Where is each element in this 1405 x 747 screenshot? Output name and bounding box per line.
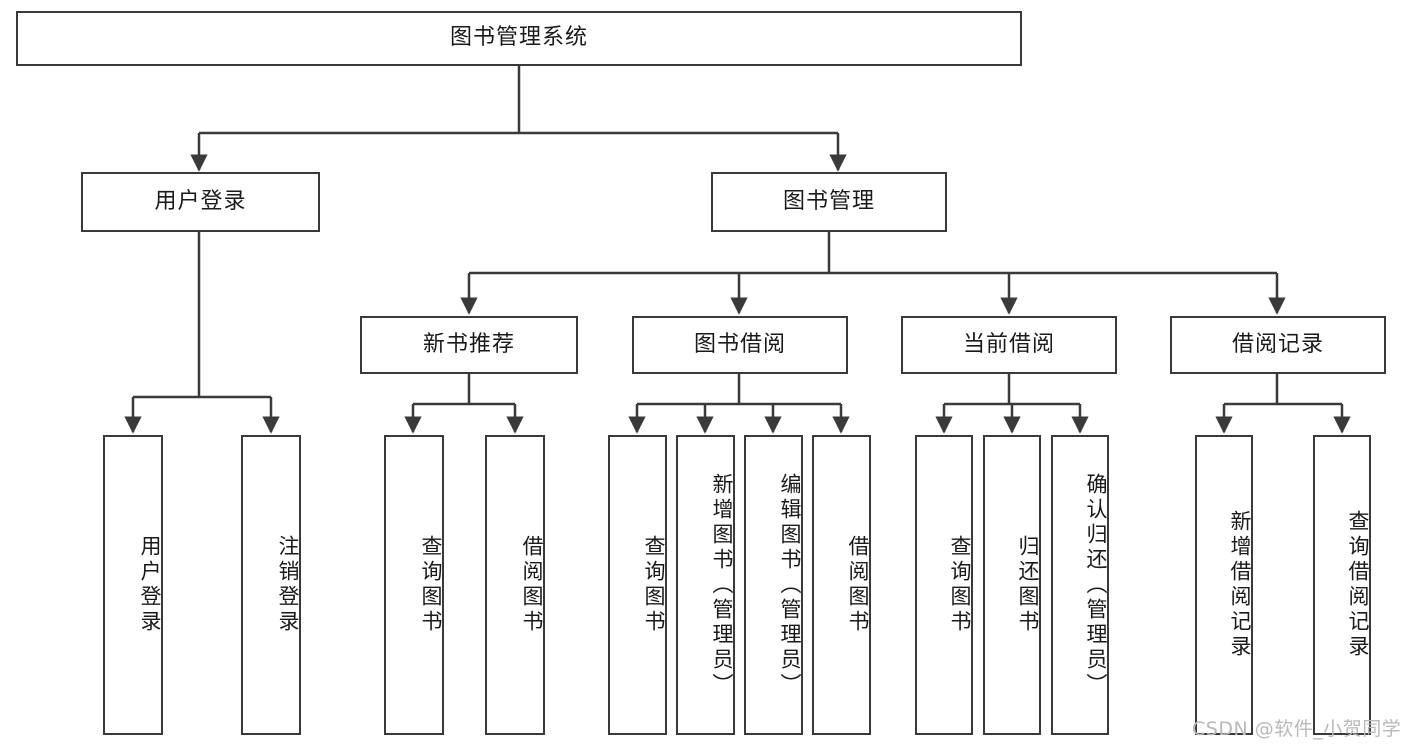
leaf-borrow-record-query-label: 查询借阅记录 bbox=[1346, 510, 1370, 660]
leaf-new-book-query[interactable]: 查询图书 bbox=[384, 435, 444, 735]
leaf-book-borrow-borrow-label: 借阅图书 bbox=[846, 535, 870, 635]
node-current-borrow-label: 当前借阅 bbox=[962, 331, 1055, 357]
leaf-book-borrow-add-label: 新增图书（管理员） bbox=[710, 472, 734, 698]
leaf-user-login-logout-label: 注销登录 bbox=[276, 535, 300, 635]
leaf-current-borrow-return[interactable]: 归还图书 bbox=[983, 435, 1041, 735]
leaf-borrow-record-query[interactable]: 查询借阅记录 bbox=[1313, 435, 1371, 735]
node-root-system-label: 图书管理系统 bbox=[449, 25, 588, 51]
leaf-current-borrow-confirm-return[interactable]: 确认归还（管理员） bbox=[1051, 435, 1109, 735]
leaf-current-borrow-return-label: 归还图书 bbox=[1016, 535, 1040, 635]
leaf-book-borrow-borrow[interactable]: 借阅图书 bbox=[812, 435, 871, 735]
node-current-borrow[interactable]: 当前借阅 bbox=[901, 316, 1117, 374]
leaf-current-borrow-query-label: 查询图书 bbox=[948, 535, 972, 635]
node-borrow-record[interactable]: 借阅记录 bbox=[1170, 316, 1386, 374]
leaf-user-login-login-label: 用户登录 bbox=[138, 535, 162, 635]
leaf-borrow-record-add-label: 新增借阅记录 bbox=[1228, 510, 1252, 660]
leaf-book-borrow-add[interactable]: 新增图书（管理员） bbox=[676, 435, 735, 735]
leaf-borrow-record-add[interactable]: 新增借阅记录 bbox=[1195, 435, 1253, 735]
leaf-book-borrow-edit[interactable]: 编辑图书（管理员） bbox=[744, 435, 803, 735]
node-borrow-record-label: 借阅记录 bbox=[1231, 331, 1324, 357]
leaf-book-borrow-edit-label: 编辑图书（管理员） bbox=[778, 472, 802, 698]
node-user-login-label: 用户登录 bbox=[154, 188, 247, 214]
leaf-book-borrow-query[interactable]: 查询图书 bbox=[608, 435, 667, 735]
node-new-book-recommend-label: 新书推荐 bbox=[422, 331, 515, 357]
leaf-new-book-borrow-label: 借阅图书 bbox=[520, 535, 544, 635]
node-book-management-label: 图书管理 bbox=[782, 188, 875, 214]
leaf-user-login-logout[interactable]: 注销登录 bbox=[241, 435, 301, 735]
leaf-current-borrow-confirm-return-label: 确认归还（管理员） bbox=[1084, 472, 1108, 698]
node-book-borrow-label: 图书借阅 bbox=[693, 331, 786, 357]
node-new-book-recommend[interactable]: 新书推荐 bbox=[360, 316, 578, 374]
leaf-current-borrow-query[interactable]: 查询图书 bbox=[915, 435, 973, 735]
leaf-new-book-borrow[interactable]: 借阅图书 bbox=[485, 435, 545, 735]
node-book-borrow[interactable]: 图书借阅 bbox=[632, 316, 848, 374]
leaf-book-borrow-query-label: 查询图书 bbox=[642, 535, 666, 635]
node-root-system[interactable]: 图书管理系统 bbox=[16, 11, 1022, 66]
leaf-new-book-query-label: 查询图书 bbox=[419, 535, 443, 635]
node-book-management[interactable]: 图书管理 bbox=[711, 172, 947, 232]
leaf-user-login-login[interactable]: 用户登录 bbox=[103, 435, 163, 735]
node-user-login[interactable]: 用户登录 bbox=[81, 172, 320, 232]
